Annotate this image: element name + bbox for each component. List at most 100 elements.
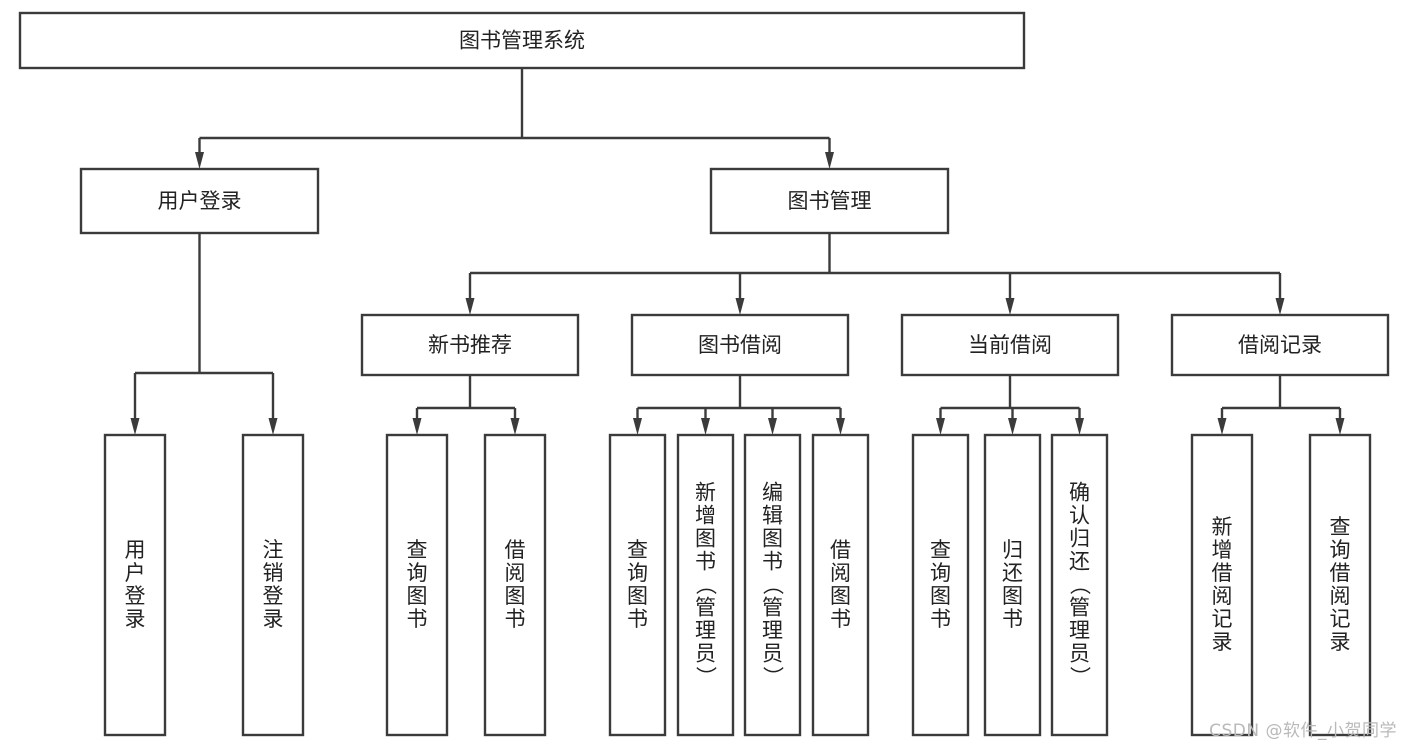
node-label-char: 录 — [1330, 630, 1351, 654]
node-label-char: 阅 — [1212, 584, 1233, 608]
node-label-char: 新 — [695, 480, 716, 504]
arrow-head-icon — [1275, 298, 1285, 315]
node-label-new-book-recommend: 新书推荐 — [428, 333, 512, 357]
node-user-login[interactable]: 用户登录 — [79, 167, 320, 235]
node-book-borrow[interactable]: 图书借阅 — [630, 313, 850, 377]
node-label-char: 录 — [125, 607, 146, 631]
node-label-char: 书 — [1002, 607, 1023, 631]
node-label-char: 还 — [1069, 549, 1090, 573]
node-label-char: 归 — [1069, 526, 1090, 550]
node-label-char: 图 — [627, 584, 648, 608]
node-box-current-borrow — [900, 313, 1120, 377]
node-label-char: 录 — [263, 607, 284, 631]
node-root[interactable]: 图书管理系统 — [18, 11, 1026, 70]
node-box-user-login — [79, 167, 320, 235]
node-layer: 图书管理系统用户登录图书管理新书推荐图书借阅当前借阅借阅记录用户登录注销登录查询… — [18, 11, 1390, 737]
node-label-char: 员 — [1069, 641, 1090, 665]
node-label-char: 登 — [263, 584, 284, 608]
node-label-char: 阅 — [830, 561, 851, 585]
node-box-leaf-add-book-admin — [676, 433, 735, 737]
node-label-char: 询 — [1330, 538, 1351, 562]
arrow-head-icon — [1005, 298, 1015, 315]
node-new-book-recommend[interactable]: 新书推荐 — [360, 313, 580, 377]
node-label-char: 注 — [263, 538, 284, 562]
node-label-char: 借 — [830, 538, 851, 562]
arrow-head-icon — [836, 418, 845, 435]
node-label-current-borrow: 当前借阅 — [968, 333, 1052, 357]
node-label-char: 增 — [695, 503, 716, 527]
node-label-char: （ — [1068, 574, 1092, 595]
node-box-leaf-query-book-borrow — [608, 433, 667, 737]
node-label-char: 询 — [627, 561, 648, 585]
node-label-char: 户 — [125, 561, 146, 585]
node-box-book-borrow — [630, 313, 850, 377]
node-box-root — [18, 11, 1026, 70]
arrow-head-icon — [1075, 418, 1084, 435]
arrow-head-icon — [701, 418, 710, 435]
node-label-char: 销 — [263, 561, 284, 585]
node-borrow-record[interactable]: 借阅记录 — [1170, 313, 1390, 377]
node-box-leaf-query-book-recommend — [385, 433, 449, 737]
node-box-leaf-return-book — [983, 433, 1042, 737]
node-label-char: 还 — [1002, 561, 1023, 585]
node-label-char: 归 — [1002, 538, 1023, 562]
node-label-char: （ — [761, 574, 785, 595]
node-box-leaf-query-book-current — [911, 433, 970, 737]
node-label-char: 理 — [762, 618, 783, 642]
node-current-borrow[interactable]: 当前借阅 — [900, 313, 1120, 377]
arrow-head-icon — [825, 152, 834, 169]
node-label-char: 书 — [930, 607, 951, 631]
node-leaf-user-login[interactable]: 用户登录 — [103, 433, 167, 737]
node-box-leaf-borrow-book — [811, 433, 870, 737]
node-label-char: 书 — [830, 607, 851, 631]
node-label-char: 查 — [627, 538, 648, 562]
node-label-char: 图 — [695, 526, 716, 550]
node-label-book-management: 图书管理 — [788, 189, 872, 213]
node-label-char: 询 — [930, 561, 951, 585]
node-box-leaf-query-borrow-record — [1308, 433, 1372, 737]
node-label-char: 新 — [1212, 515, 1233, 539]
node-label-char: 阅 — [505, 561, 526, 585]
node-label-char: 书 — [505, 607, 526, 631]
node-label-char: 图 — [762, 526, 783, 550]
arrow-head-icon — [130, 418, 140, 435]
arrow-head-icon — [195, 152, 204, 169]
node-box-leaf-user-login — [103, 433, 167, 737]
node-book-management[interactable]: 图书管理 — [709, 167, 950, 235]
arrow-head-icon — [735, 298, 745, 315]
node-label-char: 借 — [505, 538, 526, 562]
node-label-char: 图 — [930, 584, 951, 608]
arrow-head-icon — [1335, 418, 1345, 435]
node-label-char: 理 — [695, 618, 716, 642]
node-label-char: 借 — [1212, 561, 1233, 585]
node-box-leaf-add-borrow-record — [1190, 433, 1254, 737]
node-label-char: 录 — [1212, 630, 1233, 654]
node-label-char: 借 — [1330, 561, 1351, 585]
arrow-head-icon — [465, 298, 475, 315]
node-label-char: 查 — [1330, 515, 1351, 539]
node-label-char: 员 — [695, 641, 716, 665]
node-label-char: 图 — [407, 584, 428, 608]
node-label-user-login: 用户登录 — [158, 189, 242, 213]
arrow-head-icon — [412, 418, 422, 435]
node-label-char: 记 — [1212, 607, 1233, 631]
node-label-char: 辑 — [762, 503, 783, 527]
node-label-char: 查 — [407, 538, 428, 562]
node-label-char: 员 — [762, 641, 783, 665]
arrow-head-icon — [936, 418, 945, 435]
node-label-char: 理 — [1069, 618, 1090, 642]
node-label-char: 用 — [125, 538, 146, 562]
